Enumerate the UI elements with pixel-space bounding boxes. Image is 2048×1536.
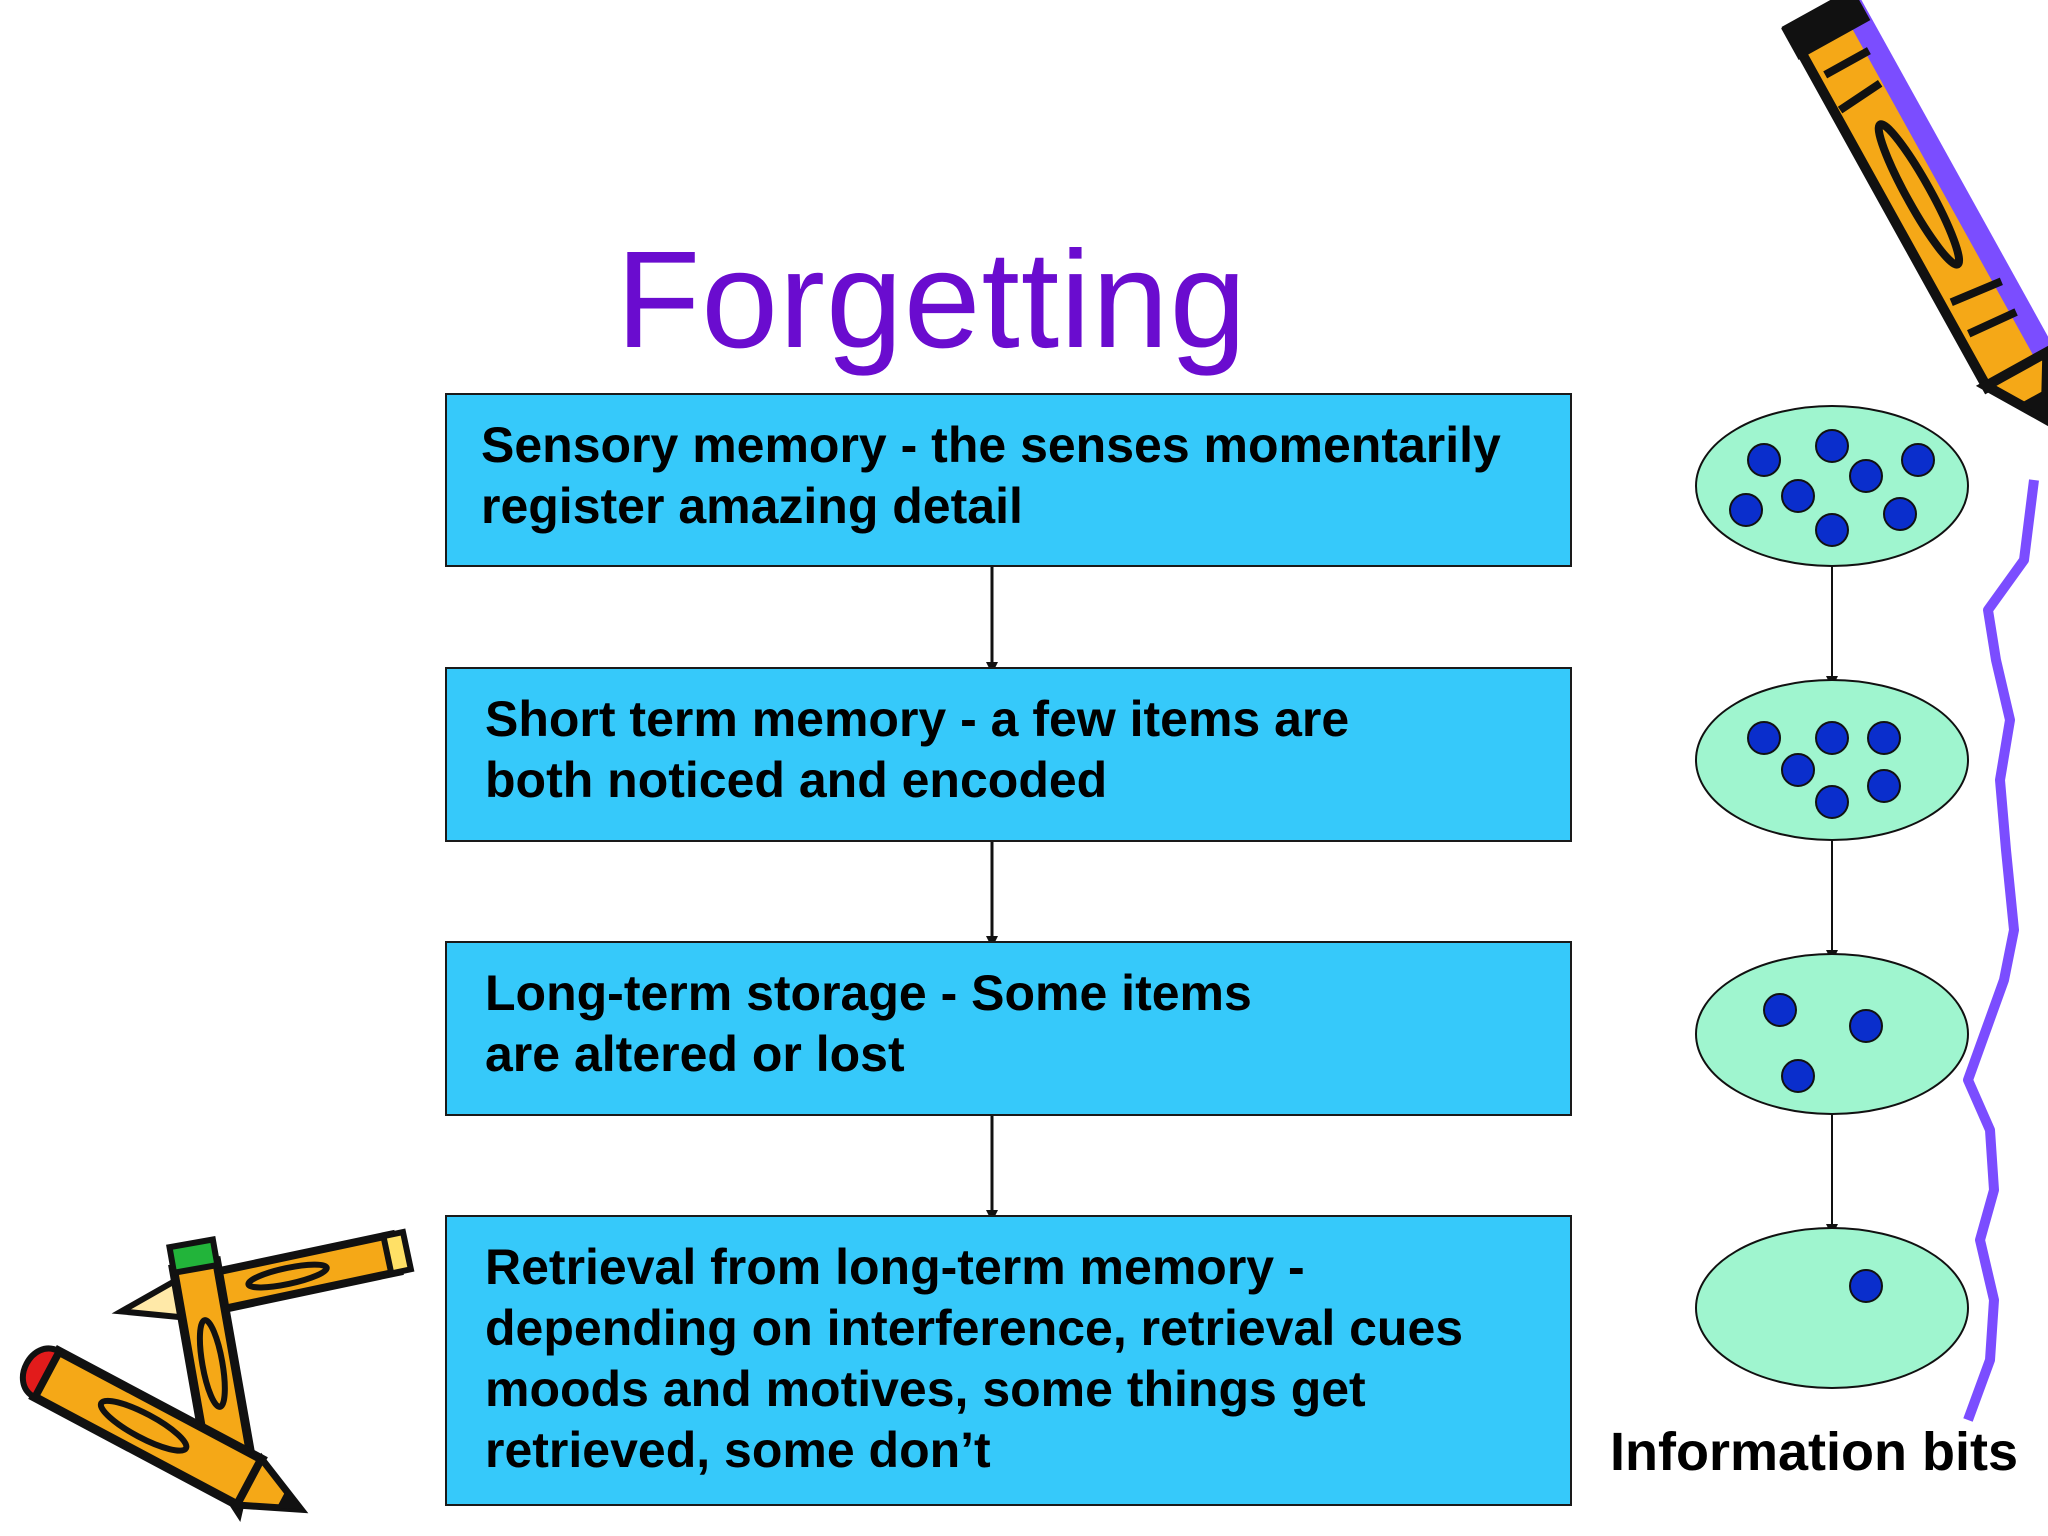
information-bit-dot [1815, 429, 1849, 463]
pencil-icon [1781, 0, 2048, 428]
stage-text-line: Short term memory - a few items are [485, 691, 1350, 747]
stage-text-line: register amazing detail [481, 478, 1023, 534]
stage-box-long-term: Long-term storage - Some items are alter… [445, 941, 1572, 1116]
information-bit-dot [1729, 493, 1763, 527]
information-bit-dot [1867, 769, 1901, 803]
stage-text-line: are altered or lost [485, 1026, 905, 1082]
stage-text-line: Retrieval from long-term memory - [485, 1239, 1305, 1295]
information-bits-column [1695, 405, 1969, 1389]
information-bit-dot [1781, 479, 1815, 513]
information-bit-dot [1883, 497, 1917, 531]
stage-text-line: both noticed and encoded [485, 752, 1108, 808]
information-bit-dot [1867, 721, 1901, 755]
stage-text-line: retrieved, some don’t [485, 1422, 991, 1478]
information-bit-dot [1781, 1059, 1815, 1093]
stage-text-line: depending on interference, retrieval cue… [485, 1300, 1464, 1356]
information-bit-dot [1763, 993, 1797, 1027]
stage-box-sensory: Sensory memory - the senses momentarily … [445, 393, 1572, 567]
information-bits-caption: Information bits [1610, 1422, 2018, 1482]
crossed-pencils-icon [19, 1228, 415, 1523]
information-bit-dot [1815, 513, 1849, 547]
information-bit-dot [1849, 1269, 1883, 1303]
stage-text-line: moods and motives, some things get [485, 1361, 1366, 1417]
stage-box-short-term: Short term memory - a few items are both… [445, 667, 1572, 842]
stage-text-line: Sensory memory - the senses momentarily [481, 417, 1501, 473]
information-bit-dot [1781, 753, 1815, 787]
information-bit-dot [1815, 785, 1849, 819]
information-bit-dot [1901, 443, 1935, 477]
stage-text-line: Long-term storage - Some items [485, 965, 1252, 1021]
information-bit-dot [1747, 721, 1781, 755]
bits-ellipse [1695, 1227, 1969, 1389]
slide-title: Forgetting [616, 223, 1248, 377]
stage-box-retrieval: Retrieval from long-term memory - depend… [445, 1215, 1572, 1506]
information-bit-dot [1747, 443, 1781, 477]
information-bit-dot [1849, 459, 1883, 493]
information-bit-dot [1849, 1009, 1883, 1043]
wavy-line [1963, 479, 2039, 1422]
bits-ellipse [1695, 679, 1969, 841]
bits-ellipse [1695, 953, 1969, 1115]
information-bit-dot [1815, 721, 1849, 755]
